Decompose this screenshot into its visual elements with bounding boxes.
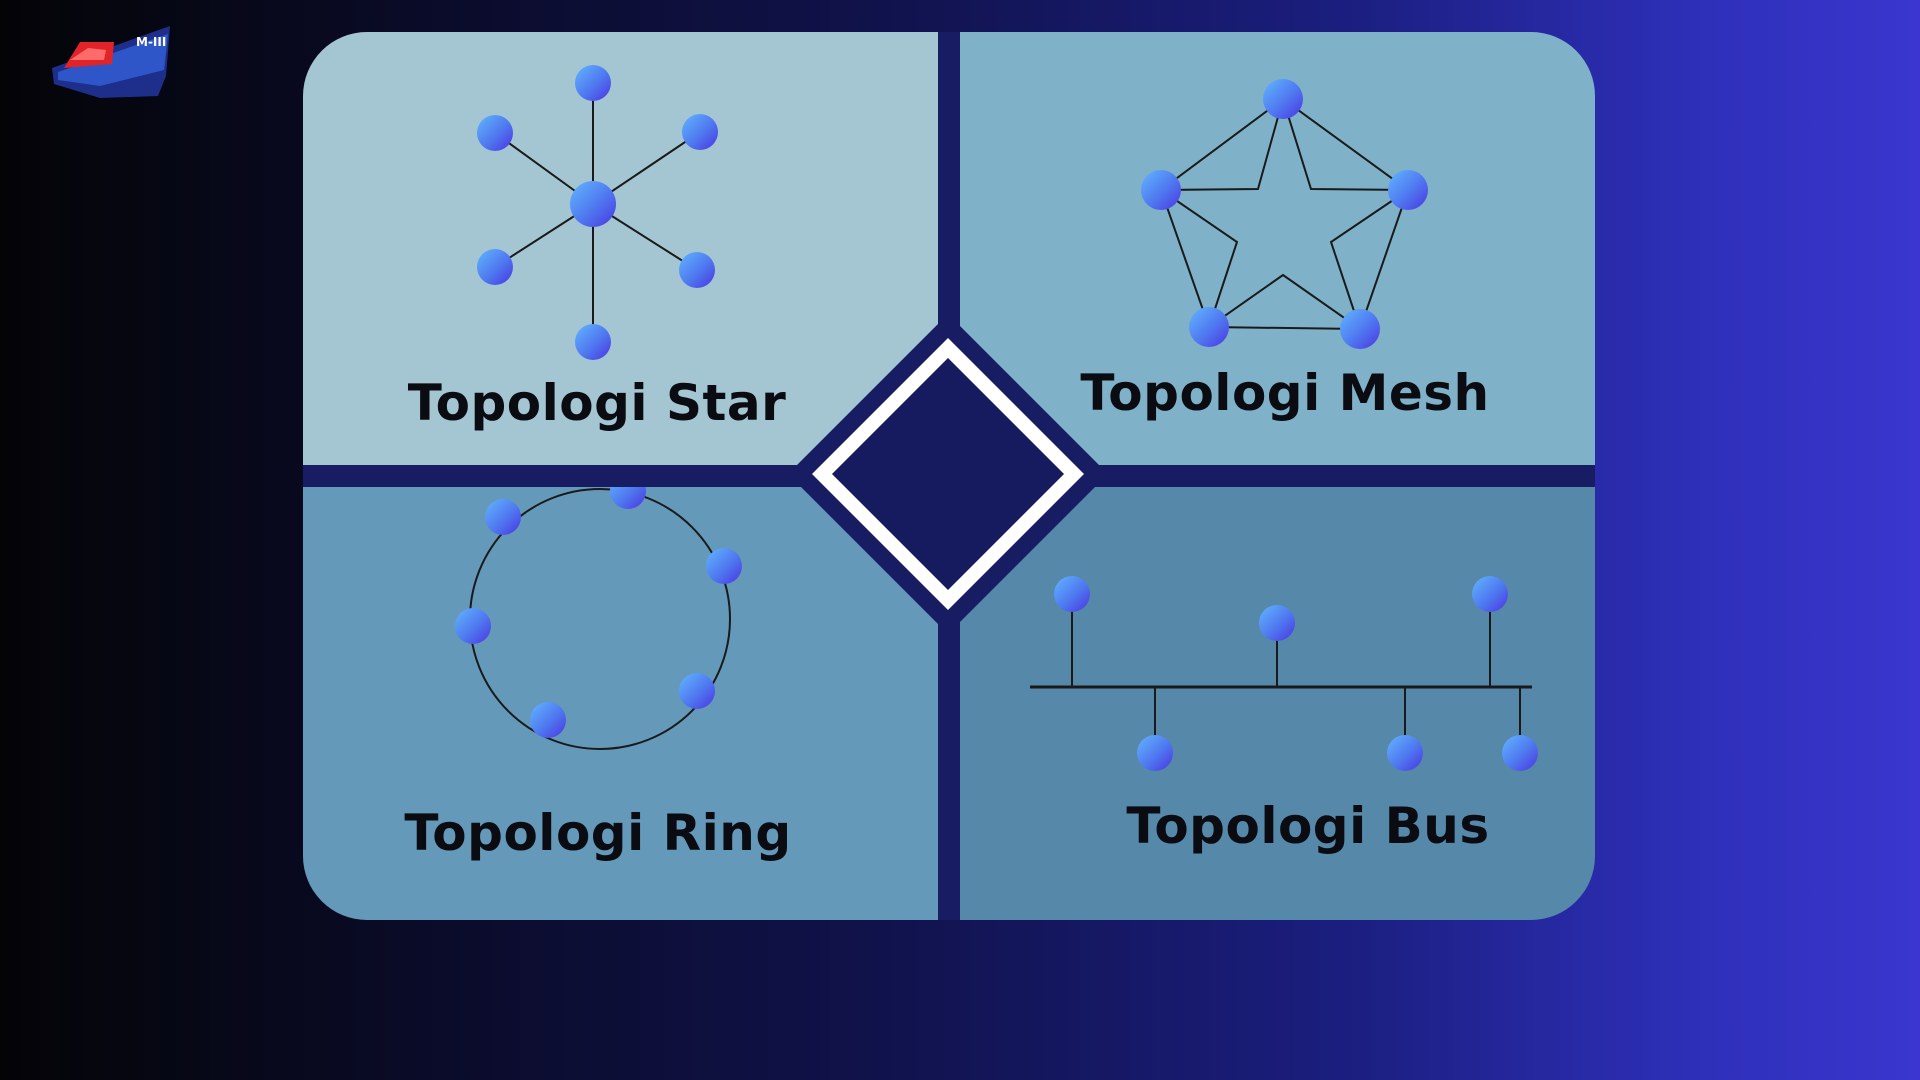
star-node <box>575 65 611 101</box>
star-node <box>679 252 715 288</box>
star-node <box>682 114 718 150</box>
mesh-node <box>1388 170 1428 210</box>
mesh-inner-star <box>1157 95 1412 332</box>
ring-node <box>610 487 646 509</box>
star-topology-panel: Topologi Star <box>303 32 938 465</box>
ring-topology-panel: Topologi Ring <box>303 487 938 920</box>
bus-node <box>1137 735 1173 771</box>
bus-node <box>1054 576 1090 612</box>
mesh-topology-panel: Topologi Mesh <box>960 32 1595 465</box>
ring-node <box>679 673 715 709</box>
ship-logo-icon: M-III <box>52 26 170 98</box>
logo-text: M-III <box>136 35 166 49</box>
bus-node <box>1259 605 1295 641</box>
ring-node <box>530 702 566 738</box>
bus-node <box>1472 576 1508 612</box>
mesh-topology-diagram <box>1141 79 1428 349</box>
ring-topology-diagram <box>455 487 742 750</box>
star-node <box>575 324 611 360</box>
ring-node <box>455 608 491 644</box>
star-topology-title: Topologi Star <box>407 374 787 432</box>
star-node <box>477 249 513 285</box>
star-topology-diagram <box>477 65 718 360</box>
ring-node <box>485 499 521 535</box>
mesh-topology-title: Topologi Mesh <box>1080 364 1490 422</box>
mesh-node <box>1141 170 1181 210</box>
mesh-outer-ring <box>1159 97 1410 331</box>
star-hub-node <box>570 181 616 227</box>
bus-node <box>1387 735 1423 771</box>
bus-topology-title: Topologi Bus <box>1126 797 1490 855</box>
center-diamond-icon <box>788 314 1108 634</box>
bus-node <box>1502 735 1538 771</box>
bus-topology-panel: Topologi Bus <box>960 487 1595 920</box>
ring-topology-title: Topologi Ring <box>404 804 792 862</box>
topology-board: Topologi Star Topologi Mesh <box>303 32 1595 920</box>
ring-node <box>706 548 742 584</box>
mesh-node <box>1189 307 1229 347</box>
mesh-node <box>1340 309 1380 349</box>
bus-topology-diagram <box>1030 576 1538 771</box>
star-node <box>477 115 513 151</box>
mesh-node <box>1263 79 1303 119</box>
